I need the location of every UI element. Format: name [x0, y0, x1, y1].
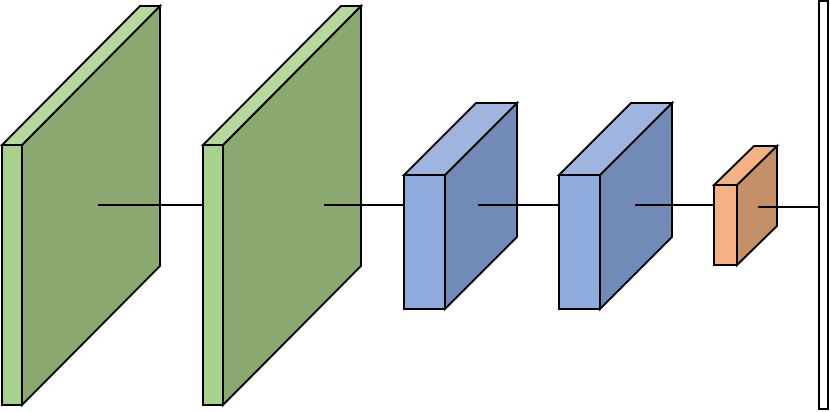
layer-bottleneck-front: [713, 184, 738, 266]
layer-dense-2-front: [558, 174, 601, 310]
layer-conv-2-front: [202, 144, 224, 406]
layer-dense-2: [556, 100, 675, 312]
layer-conv-2: [200, 3, 364, 408]
layer-conv-1-front: [1, 144, 23, 406]
layer-dense-1-front: [403, 174, 446, 310]
layer-bottleneck: [711, 143, 780, 268]
layer-output: [818, 0, 829, 410]
layer-conv-1: [0, 3, 163, 408]
